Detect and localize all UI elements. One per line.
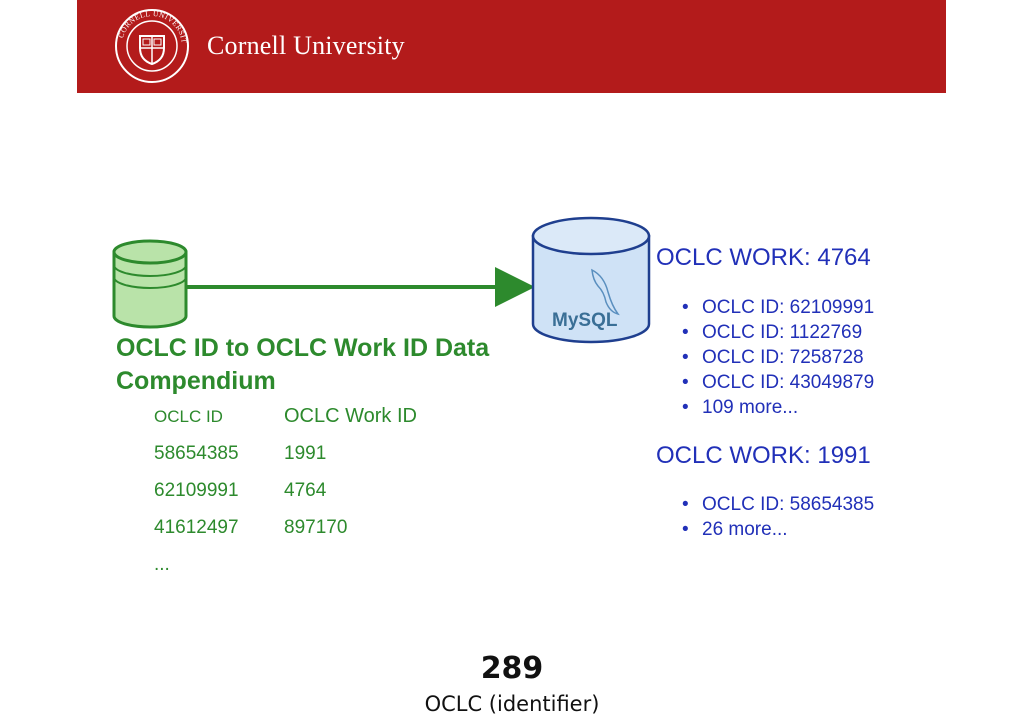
work-title-1991: OCLC WORK: 1991 — [656, 442, 871, 469]
work-4764-list: OCLC ID: 62109991 OCLC ID: 1122769 OCLC … — [682, 295, 874, 420]
brand-name: Cornell University — [207, 31, 405, 60]
source-database-icon — [112, 239, 188, 329]
mysql-logo-text: MySQL — [552, 310, 618, 331]
cornell-seal-icon: CORNELL UNIVERSITY FOUNDED A.D. 1865 — [114, 8, 189, 83]
list-item: OCLC ID: 1122769 — [682, 320, 874, 345]
table-cell-oclc-id: 58654385 — [154, 442, 239, 464]
list-item: OCLC ID: 7258728 — [682, 345, 874, 370]
work-1991-list: OCLC ID: 58654385 26 more... — [682, 492, 874, 542]
table-cell-work-id: 897170 — [284, 516, 348, 538]
list-item: 109 more... — [682, 395, 874, 420]
caption-number: 289 — [480, 651, 544, 686]
caption-text: OCLC (identifier) — [424, 692, 600, 716]
header-oclc-work-id: OCLC Work ID — [284, 405, 417, 427]
header-banner: CORNELL UNIVERSITY FOUNDED A.D. 1865 Cor… — [77, 0, 946, 93]
work-title-4764: OCLC WORK: 4764 — [656, 244, 871, 271]
list-item: OCLC ID: 62109991 — [682, 295, 874, 320]
table-row: 62109991 4764 — [154, 472, 454, 509]
header-oclc-id: OCLC ID — [154, 406, 223, 426]
table-row: 58654385 1991 — [154, 435, 454, 472]
list-item: 26 more... — [682, 517, 874, 542]
table-header: OCLC ID OCLC Work ID — [154, 398, 454, 435]
table-ellipsis: ... — [154, 553, 170, 575]
table-ellipsis-row: ... — [154, 546, 454, 583]
table-cell-oclc-id: 41612497 — [154, 516, 239, 538]
list-item: OCLC ID: 58654385 — [682, 492, 874, 517]
table-cell-work-id: 4764 — [284, 479, 327, 501]
mysql-database-icon: MySQL — [531, 216, 651, 344]
table-cell-oclc-id: 62109991 — [154, 479, 239, 501]
compendium-title: OCLC ID to OCLC Work ID Data Compendium — [116, 334, 490, 395]
compendium-table: OCLC ID OCLC Work ID 58654385 1991 62109… — [154, 398, 454, 583]
table-row: 41612497 897170 — [154, 509, 454, 546]
table-cell-work-id: 1991 — [284, 442, 327, 464]
list-item: OCLC ID: 43049879 — [682, 370, 874, 395]
